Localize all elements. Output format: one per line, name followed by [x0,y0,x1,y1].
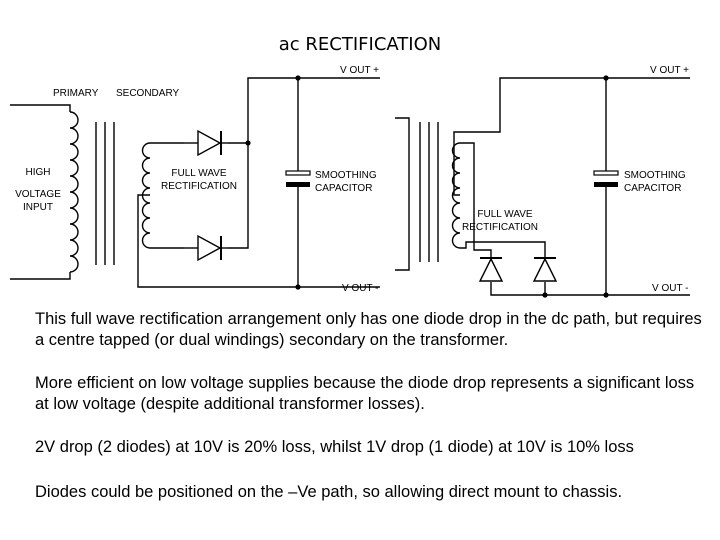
positive-rail-wire [247,77,380,143]
right-secondary-top-wire [460,142,492,257]
capacitor-label-line: SMOOTHING [624,170,686,181]
left-diode-bottom [184,234,228,262]
input-label-line: INPUT [23,202,53,213]
vout-minus-label: V OUT - [342,283,378,294]
left-smoothing-capacitor [285,170,311,187]
primary-bottom-wire [10,272,71,280]
capacitor-label-line: SMOOTHING [315,170,377,181]
rectification-label-line: RECTIFICATION [161,181,237,192]
rectification-label-line: FULL WAVE [171,168,227,179]
input-label-line: HIGH [26,167,51,178]
right-junction-dots [542,75,609,298]
rectification-label-line: FULL WAVE [477,209,533,220]
primary-label: PRIMARY [53,88,99,99]
paragraph: Diodes could be positioned on the –Ve pa… [35,483,623,501]
circuit-diagrams: PRIMARY SECONDARY HIGH VOLTAGE INPUT FUL… [10,65,690,298]
page-title: ac RECTIFICATION [278,34,442,55]
paragraph: This full wave rectification arrangement… [35,310,702,349]
centre-tap-ground-wire [137,194,380,288]
right-centre-tap-wire [453,77,690,196]
right-diode-bottom-wire [490,282,545,296]
right-diode-right [532,257,558,282]
right-smoothing-capacitor [593,170,619,187]
vout-minus-label: V OUT - [652,283,688,294]
input-label-line: VOLTAGE [15,189,61,200]
right-primary-wire [395,117,410,271]
left-diode-top [184,129,228,157]
diode-join-wire [228,142,249,249]
vout-plus-label: V OUT + [340,65,379,76]
right-secondary-coil [451,142,461,249]
primary-coil [69,111,79,273]
left-junction-dots [245,75,301,290]
capacitor-label-line: CAPACITOR [624,183,681,194]
secondary-label: SECONDARY [116,88,179,99]
rectification-label-line: RECTIFICATION [462,222,538,233]
vout-plus-label: V OUT + [650,65,689,76]
capacitor-label-line: CAPACITOR [315,183,372,194]
paragraph: More efficient on low voltage supplies b… [35,374,695,413]
paragraph: 2V drop (2 diodes) at 10V is 20% loss, w… [35,438,634,456]
right-diode-left [478,257,504,282]
right-circuit [395,77,690,296]
left-circuit [10,77,380,288]
right-secondary-bottom-wire [460,241,546,257]
primary-top-wire [10,104,71,112]
